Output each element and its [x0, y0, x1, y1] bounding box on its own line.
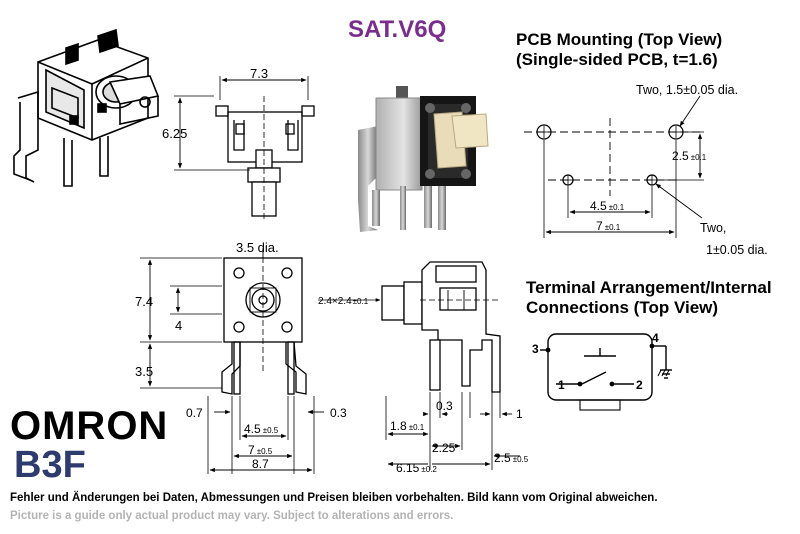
pcb-dim-outer-x: 7 — [596, 219, 603, 233]
terminal-title-line2: Connections (Top View) — [526, 298, 719, 317]
dim-side-2-5: 2.5 — [494, 451, 511, 465]
terminal-title-line1: Terminal Arrangement/Internal — [526, 278, 772, 297]
dim-lead-offset-right: 0.3 — [330, 406, 347, 420]
dim-lead-pitch-group: 4.5±0.5 — [244, 422, 279, 436]
dim-square-group: 2.4×2.4±0.1 — [318, 296, 369, 307]
pin-label-3: 3 — [532, 342, 539, 356]
dim-side-1-8: 1.8 — [390, 419, 407, 433]
dim-side-2-5-group: 2.5±0.5 — [494, 451, 529, 465]
dim-lead-offset-left: 0.7 — [186, 406, 203, 420]
dim-lead-span-group: 7±0.5 — [248, 443, 273, 457]
dim-side-6-15: 6.15 — [396, 461, 420, 475]
dim-lead-span: 7 — [248, 443, 255, 457]
pin-label-4: 4 — [652, 331, 659, 345]
dim-side-1-8-tol: ±0.1 — [409, 423, 425, 432]
dim-side-1: 1 — [516, 407, 523, 421]
dim-side-1-8-group: 1.8±0.1 — [390, 419, 425, 433]
dim-side-2-5-tol: ±0.5 — [513, 455, 529, 464]
dim-top-height: 6.25 — [162, 126, 187, 141]
terminal-schematic — [540, 333, 672, 411]
product-photo — [358, 86, 489, 232]
dim-lead-length: 3.5 — [135, 364, 153, 379]
dim-side-0-3: 0.3 — [436, 399, 453, 413]
disclaimer-german: Fehler und Änderungen bei Daten, Abmessu… — [10, 492, 658, 504]
pcb-mounting-title-line1: PCB Mounting (Top View) — [516, 30, 723, 49]
pcb-dim-inner-x-tol: ±0.1 — [609, 203, 625, 212]
pcb-mounting-drawing — [524, 95, 704, 238]
pcb-dim-pitch-y: 2.5 — [672, 149, 689, 163]
dim-square-tol: ±0.1 — [353, 297, 369, 306]
front-view-drawing — [140, 248, 324, 474]
dim-lead-pitch-tol: ±0.5 — [263, 426, 279, 435]
top-view-drawing — [174, 76, 315, 222]
dim-total-width: 8.7 — [252, 457, 269, 471]
brand-logo: OMRON — [10, 404, 169, 448]
product-code: SAT.V6Q — [348, 16, 447, 43]
dim-body-height: 7.4 — [135, 294, 153, 309]
pin-label-1: 1 — [558, 378, 565, 392]
dim-top-width: 7.3 — [250, 66, 268, 81]
pcb-dim-outer-x-group: 7±0.1 — [596, 219, 621, 233]
pcb-mounting-title: PCB Mounting (Top View) (Single-sided PC… — [516, 30, 722, 70]
dim-inner-height: 4 — [175, 318, 182, 333]
dim-side-2-25: 2.25 — [432, 441, 456, 455]
pcb-dim-outer-x-tol: ±0.1 — [605, 223, 621, 232]
pcb-hole-note-1: Two, 1.5±0.05 dia. — [636, 83, 738, 97]
model-name: B3F — [14, 444, 86, 486]
dim-hole-dia: 3.5 dia. — [236, 240, 279, 255]
pcb-dim-pitch-y-tol: ±0.1 — [691, 153, 707, 162]
pcb-hole-note-2b: 1±0.05 dia. — [706, 243, 768, 257]
pcb-dim-inner-x-group: 4.5±0.1 — [590, 199, 625, 213]
pcb-mounting-title-line2: (Single-sided PCB, t=1.6) — [516, 50, 718, 69]
dim-square: 2.4×2.4 — [318, 296, 352, 307]
disclaimer-english: Picture is a guide only actual product m… — [10, 510, 454, 522]
pin-label-2: 2 — [636, 378, 643, 392]
pcb-dim-pitch-y-group: 2.5±0.1 — [672, 149, 707, 163]
pcb-hole-note-2a: Two, — [700, 221, 726, 235]
side-view-drawing — [318, 261, 520, 470]
dim-lead-pitch: 4.5 — [244, 422, 261, 436]
dim-lead-span-tol: ±0.5 — [257, 447, 273, 456]
pcb-dim-inner-x: 4.5 — [590, 199, 607, 213]
dim-side-6-15-tol: ±0.2 — [421, 465, 437, 474]
dim-side-6-15-group: 6.15±0.2 — [396, 461, 437, 475]
isometric-sketch — [13, 28, 160, 187]
terminal-arrangement-title: Terminal Arrangement/Internal Connection… — [526, 278, 772, 318]
